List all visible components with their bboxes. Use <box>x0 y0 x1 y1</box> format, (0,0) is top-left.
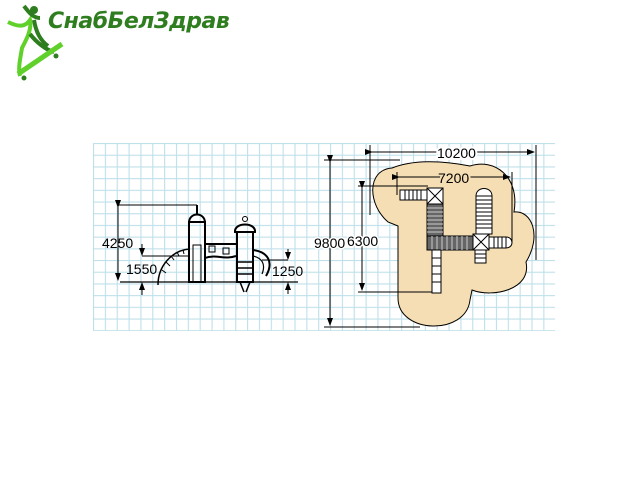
dimension-inner-width: 7200 <box>438 170 469 186</box>
dimension-overall-width: 10200 <box>437 145 476 161</box>
dimension-height-total: 4250 <box>102 235 133 251</box>
dimension-slide-height: 1250 <box>272 263 303 279</box>
elevation-view <box>115 200 298 295</box>
dimension-inner-depth: 6300 <box>347 233 378 249</box>
logo-text: СнабБелЗдрав <box>48 9 230 34</box>
dimension-overall-depth: 9800 <box>314 235 345 251</box>
logo-icon <box>7 4 64 81</box>
plan-view <box>324 145 537 328</box>
dimension-platform-height: 1550 <box>126 261 157 277</box>
